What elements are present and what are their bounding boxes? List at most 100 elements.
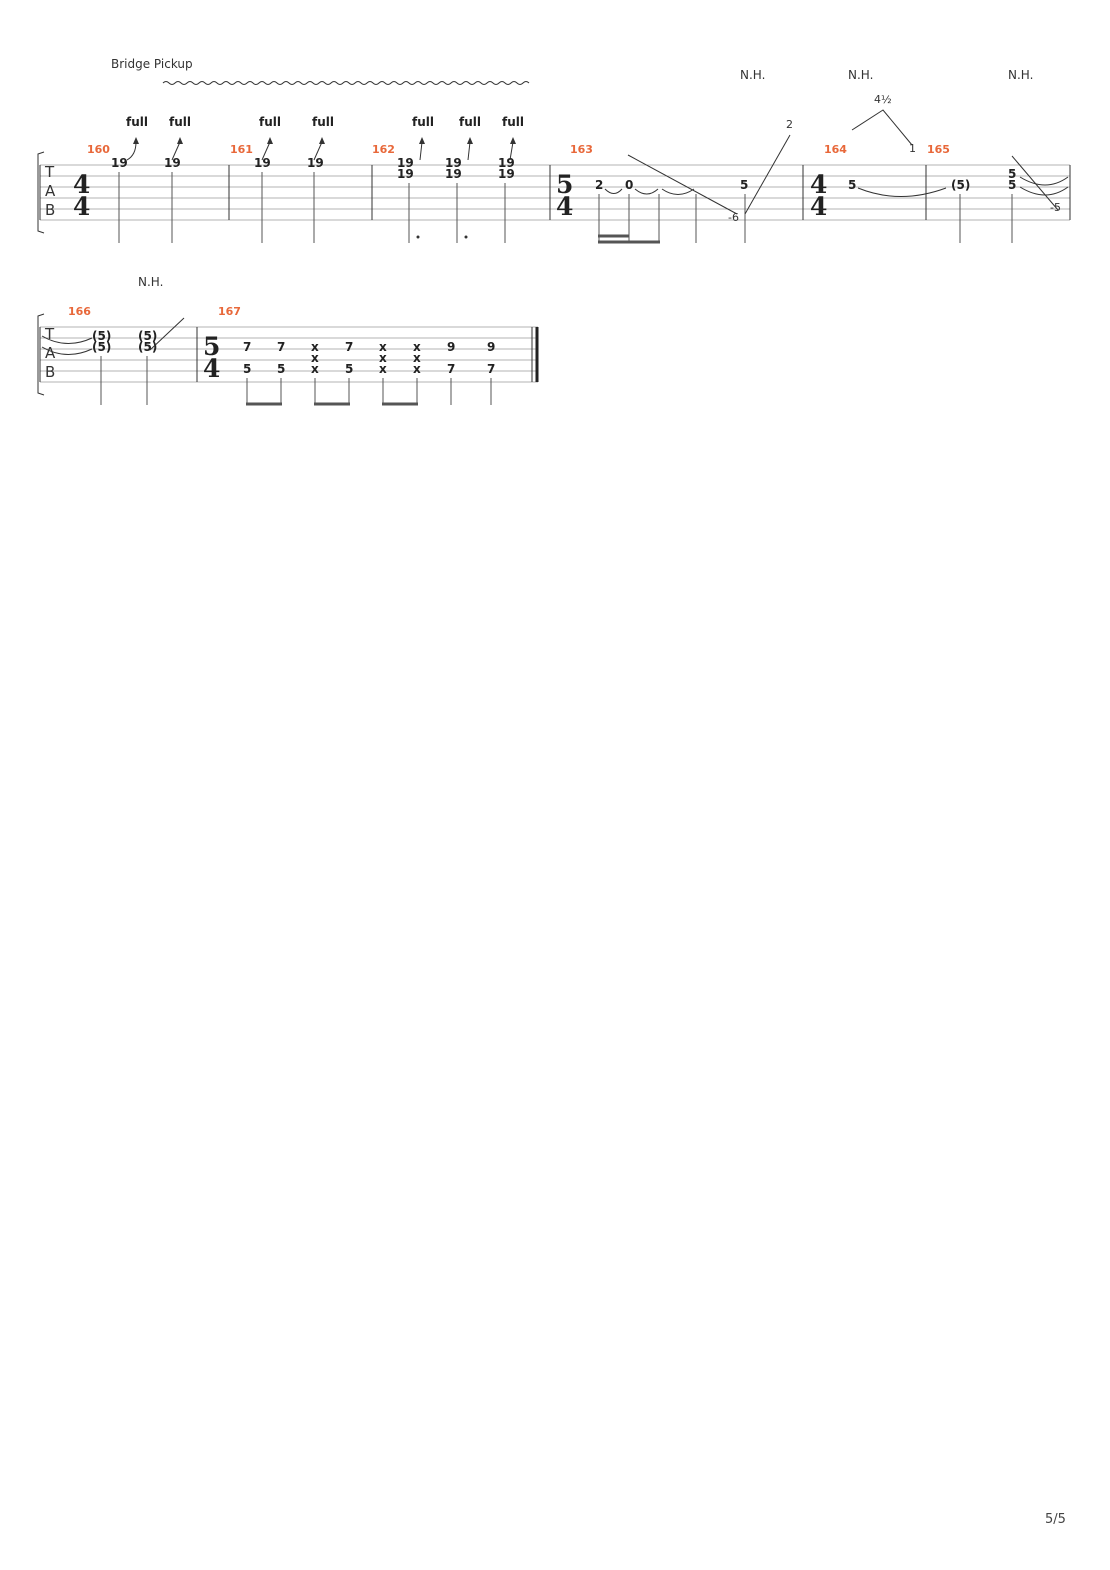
svg-text:4: 4 (810, 170, 827, 199)
svg-text:x: x (379, 362, 387, 376)
barlines (39, 327, 539, 382)
whammy-value: -6 (728, 211, 739, 224)
svg-text:19: 19 (111, 156, 128, 170)
svg-text:5: 5 (345, 362, 353, 376)
measure-number: 166 (68, 305, 91, 318)
bend-label: full (259, 115, 281, 129)
svg-text:T: T (44, 325, 55, 343)
measure-number: 162 (372, 143, 395, 156)
page-number: 5/5 (1045, 1512, 1066, 1527)
whammy-bar-curve (149, 317, 185, 351)
bridge-pickup-label: Bridge Pickup (111, 57, 193, 71)
rhythm-dot (464, 235, 468, 239)
system-bracket (37, 151, 45, 234)
measure-number: 160 (87, 143, 110, 156)
time-signature-4-4: 4 4 (810, 170, 827, 221)
svg-text:x: x (379, 351, 387, 365)
svg-text:5: 5 (277, 362, 285, 376)
svg-text:19: 19 (254, 156, 271, 170)
whammy-value: 4½ (874, 93, 892, 106)
svg-text:x: x (413, 340, 421, 354)
svg-text:x: x (311, 351, 319, 365)
svg-text:19: 19 (498, 167, 515, 181)
tab-strings (40, 326, 538, 383)
svg-text:(5): (5) (92, 340, 111, 354)
svg-text:(5): (5) (951, 178, 970, 192)
measure-number: 167 (218, 305, 241, 318)
svg-text:19: 19 (164, 156, 181, 170)
tab-clef: T A B (44, 325, 56, 381)
whammy-value: 2 (786, 118, 793, 131)
measure-number: 161 (230, 143, 253, 156)
svg-text:19: 19 (445, 156, 462, 170)
svg-text:(5): (5) (138, 340, 157, 354)
svg-text:0: 0 (625, 178, 633, 192)
measure-number: 165 (927, 143, 950, 156)
svg-text:A: A (45, 344, 56, 362)
time-signature-4-4: 4 4 (73, 170, 90, 221)
whammy-value: 1 (909, 142, 916, 155)
beams (598, 234, 660, 244)
bend-label: full (412, 115, 434, 129)
rhythm-dot (416, 235, 420, 239)
svg-text:5: 5 (1008, 167, 1016, 181)
svg-text:4: 4 (203, 354, 220, 383)
svg-text:5: 5 (203, 332, 220, 361)
svg-text:19: 19 (307, 156, 324, 170)
fret-numbers: (5) (5) (5) (5) 7 5 7 5 x x x 7 5 x x x … (92, 329, 495, 376)
bend-labels: full full full full full full full (126, 115, 524, 129)
svg-text:x: x (311, 340, 319, 354)
svg-text:4: 4 (73, 192, 90, 221)
bend-label: full (312, 115, 334, 129)
vibrato-line (162, 81, 530, 85)
tab-clef: T A B (44, 163, 56, 219)
svg-text:19: 19 (397, 156, 414, 170)
measure-number: 163 (570, 143, 593, 156)
system-1: T A B Bridge Pickup N.H. N.H. N.H. 160 1… (37, 57, 1071, 244)
note-stems (100, 356, 492, 405)
svg-text:(5): (5) (138, 329, 157, 343)
svg-text:5: 5 (740, 178, 748, 192)
whammy-bar-curves (627, 109, 1059, 215)
nh-label-1: N.H. (740, 68, 765, 82)
bend-label: full (459, 115, 481, 129)
bend-label: full (169, 115, 191, 129)
svg-text:B: B (45, 363, 55, 381)
svg-text:4: 4 (556, 192, 573, 221)
svg-text:T: T (44, 163, 55, 181)
nh-label-4: N.H. (138, 275, 163, 289)
fret-numbers: 19 19 19 19 19 19 19 19 19 19 2 0 5 5 (5… (111, 156, 1016, 192)
svg-text:(5): (5) (92, 329, 111, 343)
time-signature-5-4: 5 4 (556, 170, 573, 221)
svg-text:9: 9 (447, 340, 455, 354)
time-signature-5-4: 5 4 (203, 332, 220, 383)
svg-text:7: 7 (243, 340, 251, 354)
measure-number: 164 (824, 143, 847, 156)
barlines (39, 165, 1071, 220)
svg-text:B: B (45, 201, 55, 219)
tab-strings (40, 164, 1070, 221)
svg-text:5: 5 (1008, 178, 1016, 192)
svg-text:4: 4 (810, 192, 827, 221)
bend-label: full (502, 115, 524, 129)
svg-text:7: 7 (345, 340, 353, 354)
svg-text:19: 19 (445, 167, 462, 181)
bend-label: full (126, 115, 148, 129)
svg-text:5: 5 (556, 170, 573, 199)
svg-text:7: 7 (487, 362, 495, 376)
svg-text:x: x (379, 340, 387, 354)
svg-text:5: 5 (243, 362, 251, 376)
svg-text:19: 19 (498, 156, 515, 170)
whammy-value: -5 (1050, 201, 1061, 214)
svg-text:7: 7 (277, 340, 285, 354)
svg-text:2: 2 (595, 178, 603, 192)
nh-label-3: N.H. (1008, 68, 1033, 82)
svg-text:9: 9 (487, 340, 495, 354)
svg-text:4: 4 (73, 170, 90, 199)
ties (41, 335, 93, 355)
svg-text:x: x (413, 351, 421, 365)
svg-text:x: x (413, 362, 421, 376)
system-bracket (37, 313, 45, 396)
svg-text:A: A (45, 182, 56, 200)
